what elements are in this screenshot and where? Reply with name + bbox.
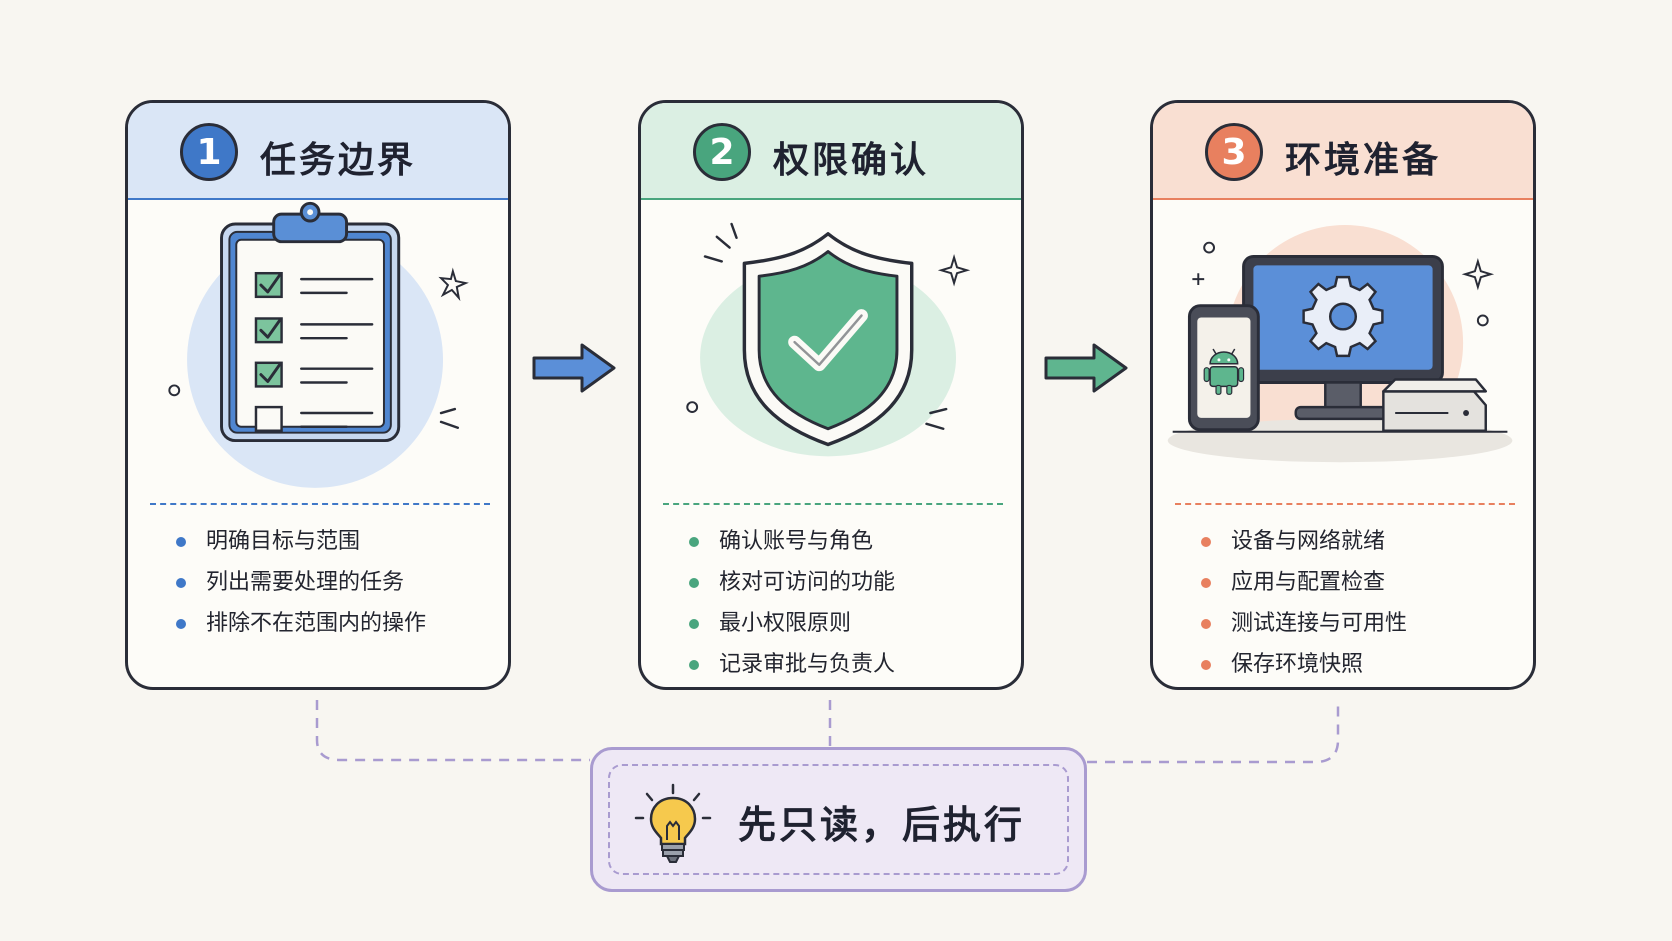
list-item: 确认账号与角色 [689, 521, 895, 562]
lightbulb-icon [634, 783, 712, 863]
step-item-list: 确认账号与角色 核对可访问的功能 最小权限原则 记录审批与负责人 [689, 521, 895, 685]
bullet-dot [689, 660, 699, 670]
step-card-header: 2 权限确认 [641, 103, 1021, 200]
arrow-right-icon [1044, 343, 1128, 393]
list-item: 记录审批与负责人 [689, 644, 895, 685]
list-item: 最小权限原则 [689, 603, 895, 644]
list-item: 排除不在范围内的操作 [176, 603, 426, 644]
bullet-dot [1201, 660, 1211, 670]
list-item: 测试连接与可用性 [1201, 603, 1407, 644]
bullet-dot [176, 578, 186, 588]
bullet-dot [1201, 578, 1211, 588]
step-title: 任务边界 [260, 140, 417, 181]
step-item-list: 设备与网络就绪 应用与配置检查 测试连接与可用性 保存环境快照 [1201, 521, 1407, 685]
step-card-header: 3 环境准备 [1153, 103, 1533, 200]
step-card-header: 1 任务边界 [128, 103, 508, 200]
shield-check-icon [686, 222, 971, 457]
list-item: 应用与配置检查 [1201, 562, 1407, 603]
divider [663, 503, 1003, 505]
list-item: 明确目标与范围 [176, 521, 426, 562]
step-title: 权限确认 [773, 140, 930, 181]
arrow-right-icon [532, 343, 616, 393]
bullet-dot [689, 537, 699, 547]
list-item: 核对可访问的功能 [689, 562, 895, 603]
bullet-dot [176, 537, 186, 547]
tip-box-inner-border [608, 764, 1069, 875]
step-number-badge: 2 [693, 123, 751, 181]
step-number-badge: 1 [180, 123, 238, 181]
list-item: 保存环境快照 [1201, 644, 1407, 685]
list-item: 列出需要处理的任务 [176, 562, 426, 603]
step-card-1: 1 任务边界 明 [125, 100, 511, 690]
clipboard-checklist-icon [168, 201, 469, 488]
bullet-dot [1201, 619, 1211, 629]
step-card-3: 3 环境准备 [1150, 100, 1536, 690]
list-item: 设备与网络就绪 [1201, 521, 1407, 562]
bullet-dot [1201, 537, 1211, 547]
bullet-dot [689, 619, 699, 629]
divider [150, 503, 490, 505]
tip-box: 先只读，后执行 [590, 747, 1087, 892]
tip-text: 先只读，后执行 [738, 803, 1026, 847]
bullet-dot [689, 578, 699, 588]
step-title: 环境准备 [1285, 140, 1442, 181]
devices-icon [1167, 224, 1513, 463]
step-card-2: 2 权限确认 确认账号与角色 核对可访问的功能 最小权限原则 记录审批与负责人 [638, 100, 1024, 690]
divider [1175, 503, 1515, 505]
step-item-list: 明确目标与范围 列出需要处理的任务 排除不在范围内的操作 [176, 521, 426, 644]
step-number-badge: 3 [1205, 123, 1263, 181]
bullet-dot [176, 619, 186, 629]
